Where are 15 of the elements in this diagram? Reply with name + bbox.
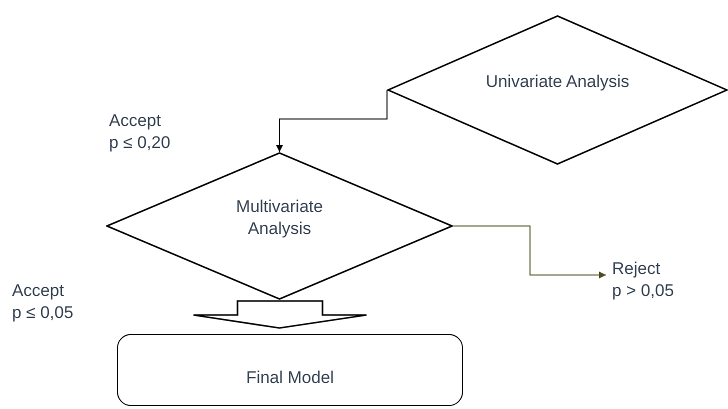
outcome-text: Reject xyxy=(612,258,662,280)
condition-label: Accept xyxy=(109,110,161,132)
arrow xyxy=(276,90,388,152)
diamond-label: Univariate Analysis xyxy=(486,71,630,93)
box-label: Final Model xyxy=(246,367,334,390)
decision-diamond xyxy=(387,15,728,165)
condition-label: p ≤ 0,20 xyxy=(109,132,170,154)
condition-label: p ≤ 0,05 xyxy=(12,302,74,324)
block-arrow xyxy=(192,300,368,329)
decision-diamond xyxy=(106,152,453,300)
condition-label: Accept xyxy=(12,280,64,302)
arrow xyxy=(452,226,606,278)
diamond-label: Multivariate Analysis xyxy=(235,196,324,240)
process-box xyxy=(117,334,463,406)
outcome-text: p > 0,05 xyxy=(612,280,674,302)
